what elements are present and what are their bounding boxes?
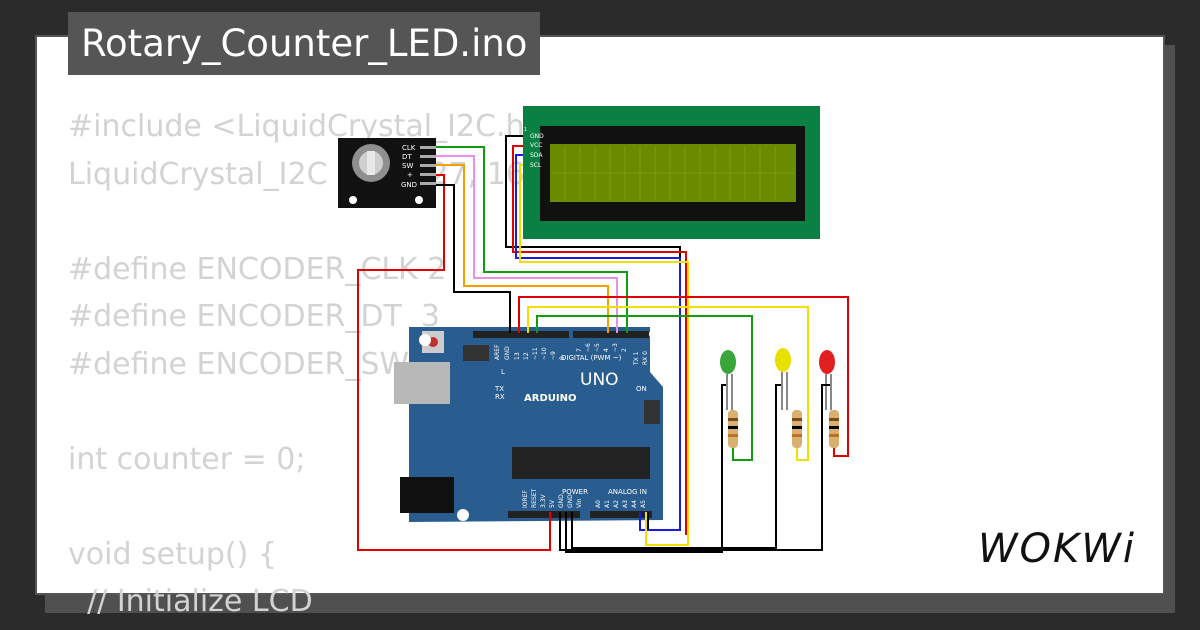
top-pin-label: RX 0 bbox=[642, 351, 649, 365]
wire-red-5v bbox=[357, 174, 551, 551]
lcd-pin-label: GND bbox=[530, 133, 544, 140]
led-rx-label: RX bbox=[495, 393, 505, 401]
arduino-brand-label: ARDUINO bbox=[524, 393, 576, 404]
power-pin-label: GND bbox=[567, 494, 574, 508]
rotary-encoder[interactable]: CLK DT SW + GND bbox=[338, 138, 436, 208]
wire-black-gnd-3 bbox=[571, 384, 781, 549]
lcd-pin-label: VCC bbox=[530, 142, 542, 149]
wire-red-lcd-vcc bbox=[512, 145, 687, 535]
top-pin-label: ~3 bbox=[612, 343, 619, 352]
led-yellow[interactable] bbox=[775, 348, 802, 448]
power-label: POWER bbox=[562, 488, 588, 496]
wire-yellow-scl bbox=[519, 164, 689, 546]
top-pin-label: ~10 bbox=[541, 347, 548, 360]
top-pin-label: 4 bbox=[603, 348, 610, 352]
code-line: void setup() { bbox=[68, 536, 277, 572]
code-line: #define ENCODER_DT 3 bbox=[68, 299, 440, 334]
wire-green-clk bbox=[436, 146, 628, 333]
project-title: Rotary_Counter_LED.ino bbox=[68, 12, 541, 75]
led-red[interactable] bbox=[819, 350, 839, 448]
power-pin-label: Vin bbox=[576, 498, 583, 508]
top-pin-label: ~6 bbox=[585, 343, 592, 352]
code-line: int counter = 0; bbox=[68, 441, 306, 477]
analog-label: ANALOG IN bbox=[608, 488, 647, 496]
analog-pin-label: A1 bbox=[604, 500, 611, 508]
led-tx-label: TX bbox=[494, 385, 504, 393]
led-on-label: ON bbox=[636, 385, 647, 393]
encoder-pin-label: + bbox=[407, 171, 413, 179]
wire-black-encoder-gnd bbox=[436, 184, 511, 333]
top-pin-label: GND bbox=[504, 346, 511, 360]
svg-text:1: 1 bbox=[524, 127, 527, 133]
analog-pin-label: A2 bbox=[613, 500, 620, 508]
top-pin-label: 12 bbox=[523, 352, 530, 360]
wire-yellow-led bbox=[527, 306, 809, 461]
top-pin-label: 7 bbox=[576, 348, 583, 352]
top-pin-label: AREF bbox=[494, 344, 501, 360]
lcd-display[interactable]: 1 GND VCC SDA SCL bbox=[523, 106, 820, 239]
power-pin-label: 5V bbox=[549, 499, 556, 508]
wires bbox=[357, 135, 849, 553]
analog-pin-label: A5 bbox=[640, 500, 647, 508]
analog-pin-label: A3 bbox=[622, 500, 629, 508]
led-l-label: L bbox=[501, 368, 505, 376]
encoder-pin-label: CLK bbox=[402, 144, 416, 152]
power-pin-label: GND bbox=[558, 494, 565, 508]
arduino-uno-board[interactable]: DIGITAL (PWM ~) UNO ARDUINO POWER ANALOG… bbox=[394, 327, 663, 522]
wire-orange-sw bbox=[436, 164, 609, 333]
top-pin-label: 8 bbox=[559, 356, 566, 360]
digital-header-label: DIGITAL (PWM ~) bbox=[561, 354, 622, 362]
top-pin-label: TX 1 bbox=[633, 351, 640, 366]
top-pin-label: 2 bbox=[621, 348, 628, 352]
wokwi-logo: WOKWi bbox=[978, 526, 1136, 572]
analog-pin-label: A4 bbox=[631, 500, 638, 508]
analog-pin-label: A0 bbox=[595, 500, 602, 508]
wire-green-led bbox=[536, 315, 753, 461]
top-pin-label: 13 bbox=[514, 352, 521, 360]
encoder-pin-label: SW bbox=[402, 162, 413, 170]
led-green[interactable] bbox=[720, 350, 738, 448]
wire-red-led bbox=[518, 296, 849, 457]
encoder-pin-label: DT bbox=[402, 153, 412, 161]
power-pin-label: RESET bbox=[531, 488, 538, 508]
wire-blue-sda bbox=[515, 154, 681, 531]
power-pin-label: 3.3V bbox=[540, 493, 547, 508]
lcd-pin-label: SDA bbox=[530, 152, 543, 159]
top-pin-label: ~11 bbox=[532, 347, 539, 360]
wire-black-gnd-bus bbox=[559, 384, 830, 551]
top-pin-label: ~5 bbox=[594, 343, 601, 352]
power-pin-label: IOREF bbox=[522, 490, 529, 508]
code-line: // Initialize LCD bbox=[68, 584, 313, 619]
lcd-pin-label: SCL bbox=[530, 162, 542, 169]
wire-black-gnd-2 bbox=[565, 384, 726, 553]
arduino-model-label: UNO bbox=[580, 370, 619, 390]
top-pin-label: ~9 bbox=[550, 351, 557, 360]
encoder-pin-label: GND bbox=[401, 181, 417, 189]
